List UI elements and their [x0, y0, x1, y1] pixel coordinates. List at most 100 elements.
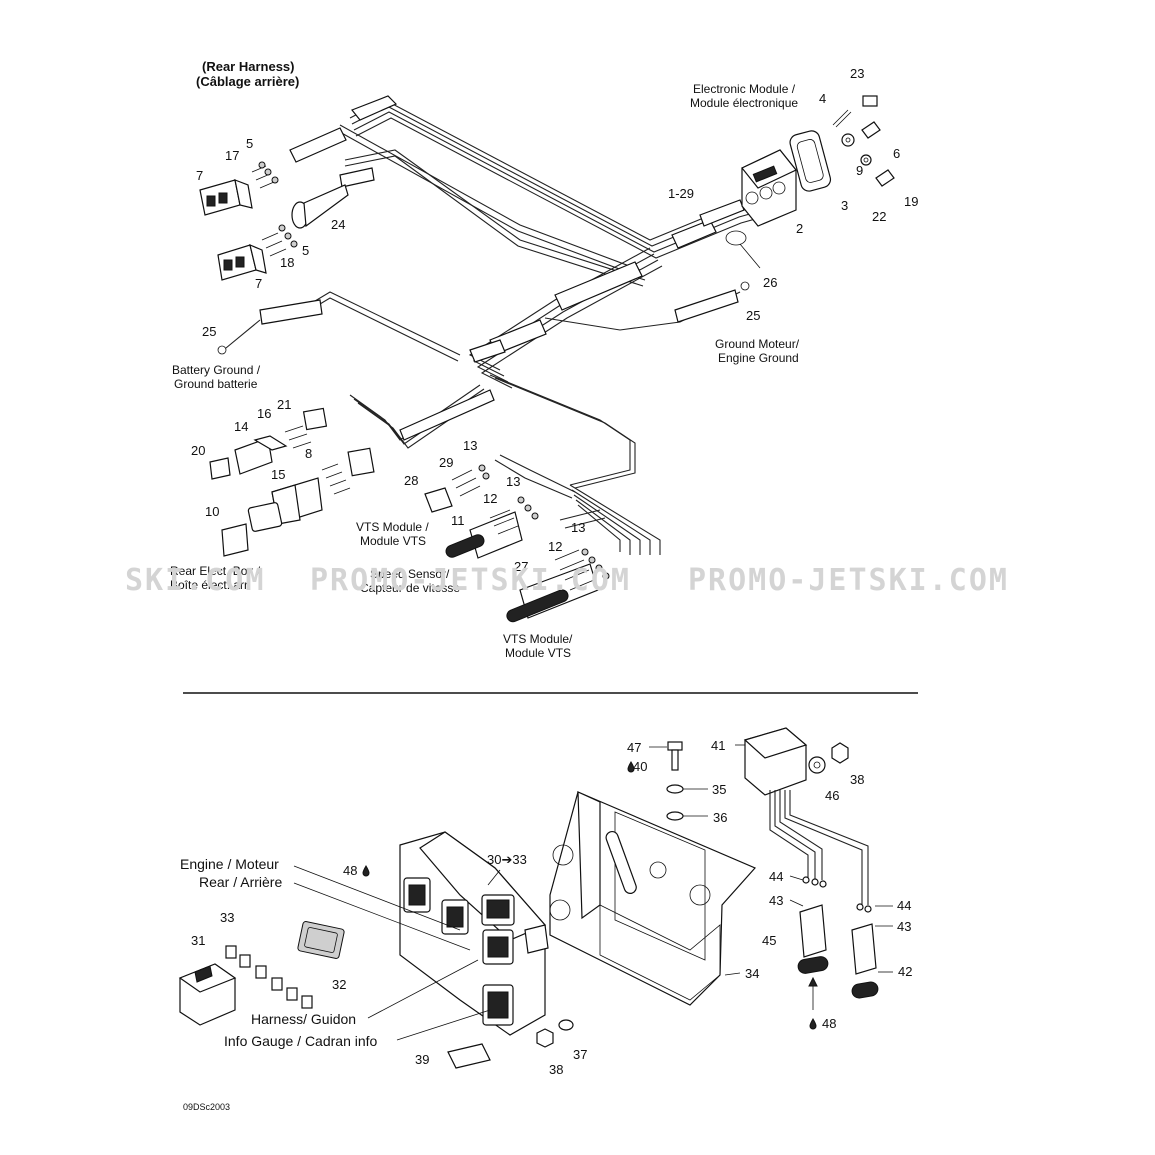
watermark: SKI.COM PROMO-JETSKI.COM PROMO-JETSKI.CO… — [125, 563, 1009, 598]
callout-37: 37 — [573, 1047, 587, 1062]
callout-43-left: 43 — [769, 893, 783, 908]
callout-44-right: 44 — [897, 898, 911, 913]
callout-26: 26 — [763, 275, 777, 290]
bottom-hardware — [447, 1019, 574, 1069]
callout-5-lower: 5 — [302, 243, 309, 258]
callout-16: 16 — [257, 406, 271, 421]
drop-icon — [627, 761, 635, 773]
callout-19: 19 — [904, 194, 918, 209]
callout-7-lower: 7 — [255, 276, 262, 291]
callout-5-upper: 5 — [246, 136, 253, 151]
callout-17: 17 — [225, 148, 239, 163]
callout-48-top: 48 — [343, 863, 357, 878]
speed-sensor-label-1: Speed Sensor/ — [370, 567, 450, 581]
callout-27: 27 — [514, 559, 528, 574]
rear-label: Rear / Arrière — [199, 874, 282, 890]
watermark-right: PROMO-JETSKI.COM — [688, 563, 1009, 598]
callout-38-bottom: 38 — [549, 1062, 563, 1077]
electronic-module-label-1: Electronic Module / — [693, 82, 796, 96]
leader-lines — [293, 744, 893, 1041]
title-line1: (Rear Harness) — [202, 59, 295, 74]
rear-elect-box-label-2: Boîte élect. arr. — [170, 578, 251, 592]
callout-13-a: 13 — [463, 438, 477, 453]
callout-1-29: 1-29 — [668, 186, 694, 201]
callout-41: 41 — [711, 738, 725, 753]
drop-icon — [809, 1018, 817, 1030]
callout-2: 2 — [796, 221, 803, 236]
callout-31: 31 — [191, 933, 205, 948]
drop-icons — [362, 761, 817, 1030]
callout-38-top: 38 — [850, 772, 864, 787]
vts-module-a-label-1: VTS Module / — [356, 520, 429, 534]
callout-10: 10 — [205, 504, 219, 519]
callout-21: 21 — [277, 397, 291, 412]
terminals-17-18 — [251, 161, 298, 257]
callout-35: 35 — [712, 782, 726, 797]
callout-42: 42 — [898, 964, 912, 979]
cover-32 — [297, 921, 345, 959]
watermark-middle: PROMO-JETSKI.COM — [310, 563, 631, 598]
callout-18: 18 — [280, 255, 294, 270]
speed-sensor-label-2: Capteur de vitesse — [360, 581, 460, 595]
fuse-box-30-33 — [399, 831, 549, 1036]
callout-39: 39 — [415, 1052, 429, 1067]
callout-22: 22 — [872, 209, 886, 224]
electronic-module-2 — [741, 149, 797, 227]
fuses-33 — [225, 945, 313, 1009]
callout-8: 8 — [305, 446, 312, 461]
seal-3 — [789, 130, 832, 192]
callout-47: 47 — [627, 740, 641, 755]
rear-elect-box-components — [209, 407, 375, 557]
relay-31 — [178, 963, 237, 1026]
electronic-module-label-2: Module électronique — [690, 96, 798, 110]
callout-15: 15 — [271, 467, 285, 482]
callout-30-33: 30➔33 — [487, 852, 527, 867]
figure-code: 09DSc2003 — [183, 1102, 230, 1112]
callout-25-engine: 25 — [746, 308, 760, 323]
connectors-42-45 — [797, 876, 879, 999]
vts-speed-sensor-connectors — [424, 464, 610, 623]
callout-11: 11 — [451, 513, 465, 528]
callout-29: 29 — [439, 455, 453, 470]
rear-elect-box-label-1: Rear Elect. Box / — [170, 564, 261, 578]
callout-46: 46 — [825, 788, 839, 803]
callout-4: 4 — [819, 91, 826, 106]
callout-28: 28 — [404, 473, 418, 488]
callout-33: 33 — [220, 910, 234, 925]
grommet-24 — [291, 184, 349, 229]
harness-label: Harness/ Guidon — [251, 1011, 356, 1027]
info-gauge-label: Info Gauge / Cadran info — [224, 1033, 378, 1049]
tie-wrap-26 — [725, 230, 761, 269]
callout-34: 34 — [745, 966, 759, 981]
rear-harness-section: (Rear Harness) (Câblage arrière) Electro… — [170, 59, 918, 660]
callout-13-c: 13 — [571, 520, 585, 535]
callout-25-battery: 25 — [202, 324, 216, 339]
harness-sleeves — [259, 95, 745, 441]
title-line2: (Câblage arrière) — [196, 74, 299, 89]
callout-43-right: 43 — [897, 919, 911, 934]
connector-7-upper — [199, 179, 253, 216]
watermark-left: SKI.COM — [125, 563, 265, 598]
callout-32: 32 — [332, 977, 346, 992]
connector-7-lower — [217, 243, 267, 281]
battery-ground-label-2: Ground batterie — [174, 377, 258, 391]
module-hardware — [832, 95, 895, 187]
callout-7-upper: 7 — [196, 168, 203, 183]
top-callouts: 23 4 6 9 3 22 19 1-29 2 26 25 25 5 17 7 … — [191, 66, 918, 574]
callout-44-left: 44 — [769, 869, 783, 884]
callout-45: 45 — [762, 933, 776, 948]
callout-40: 40 — [633, 759, 647, 774]
mounting-bracket-34 — [549, 791, 757, 1006]
module-41 — [743, 727, 869, 905]
battery-ground-label-1: Battery Ground / — [172, 363, 261, 377]
callout-12-a: 12 — [483, 491, 497, 506]
engine-ground-label-2: Engine Ground — [718, 351, 799, 365]
vts-module-a-label-2: Module VTS — [360, 534, 426, 548]
callout-6: 6 — [893, 146, 900, 161]
callout-14: 14 — [234, 419, 248, 434]
vts-module-b-label-2: Module VTS — [505, 646, 571, 660]
callout-13-b: 13 — [506, 474, 520, 489]
ground-cable-25 — [217, 281, 750, 355]
engine-ground-label-1: Ground Moteur/ — [715, 337, 800, 351]
